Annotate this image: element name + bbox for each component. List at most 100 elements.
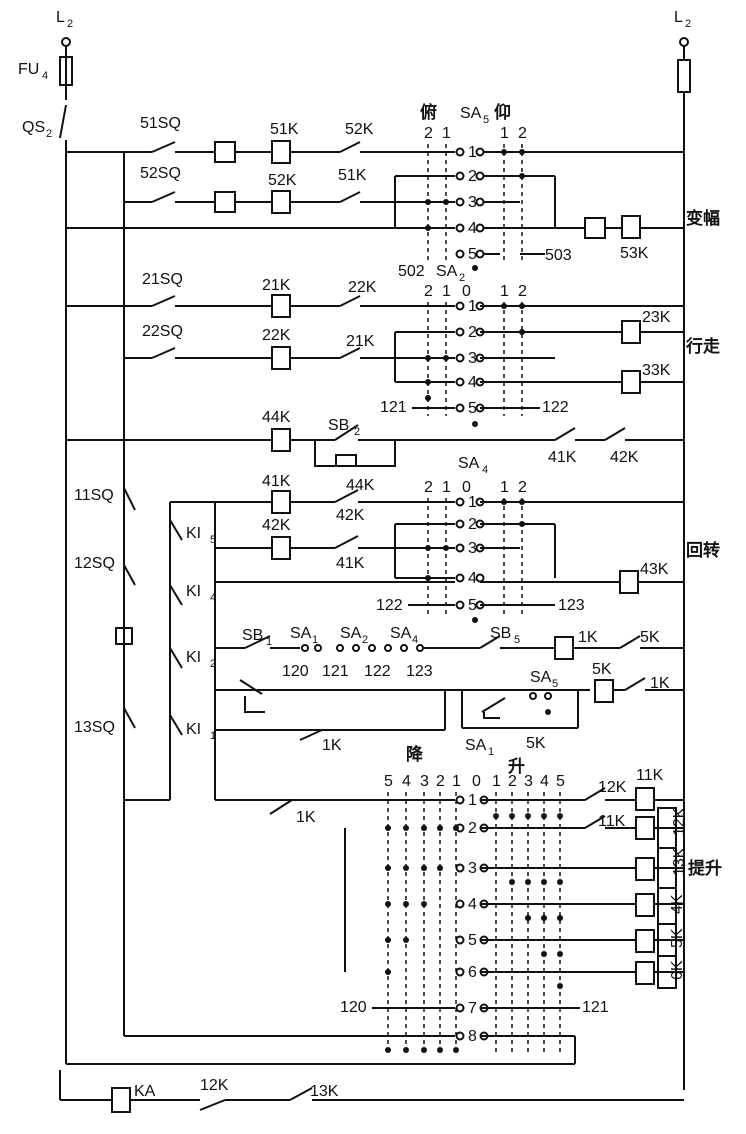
sq22-label: 22SQ <box>142 323 183 340</box>
sa5-sub: 5 <box>483 114 489 126</box>
sa2-closed-mark <box>472 421 478 427</box>
wire-121-c: 121 <box>582 999 609 1016</box>
k16-coil <box>635 961 655 985</box>
sa5-row-number: 1 <box>468 144 477 161</box>
k51-contact-label: 51K <box>338 167 367 184</box>
sa2-prefix: 502 <box>398 263 425 280</box>
hoist-closed-mark <box>403 937 409 943</box>
sa1-sub: 1 <box>312 634 318 646</box>
hoist-row-number: 8 <box>468 1028 477 1045</box>
k12-ka-label: 12K <box>200 1077 229 1094</box>
k41-contact-label: 41K <box>548 449 577 466</box>
sa4-row-number: 5 <box>468 597 477 614</box>
hoist-closed-mark <box>557 879 563 885</box>
wire-120-b: 120 <box>340 999 367 1016</box>
sa2-name: SA <box>436 263 458 280</box>
ki5-label: KI <box>186 525 201 542</box>
hoist-position-label: 3 <box>420 773 429 790</box>
k22-contact-label: 22K <box>348 279 377 296</box>
hoist-position-label: 0 <box>472 773 481 790</box>
k21-contact-label: 21K <box>346 333 375 350</box>
k14-coil-label: 4K <box>669 894 686 914</box>
sb2-label: SB <box>328 417 349 434</box>
sa5-contact <box>455 147 465 157</box>
hoist-closed-mark <box>421 1047 427 1053</box>
sa5-closed-mark <box>501 149 507 155</box>
hoist-position-label: 5 <box>556 773 565 790</box>
k41-coil <box>271 490 291 514</box>
hoist-closed-mark <box>557 951 563 957</box>
hoist-closed-mark <box>541 915 547 921</box>
start-chain: SB 1 SA 1 SA 2 SA 4 120 121 122 123 SB 5… <box>215 625 684 758</box>
hoist-closed-mark <box>385 901 391 907</box>
sa4-position-label: 2 <box>424 479 433 496</box>
fuse-label: FU <box>18 61 39 78</box>
sa2-row-number: 5 <box>468 400 477 417</box>
sa5-contact <box>475 249 485 259</box>
hoist-closed-mark <box>437 1047 443 1053</box>
sa4-position-label: 2 <box>518 479 527 496</box>
hoist-closed-mark <box>541 813 547 819</box>
sa1-label: SA <box>290 625 312 642</box>
sa5-closed-mark <box>519 173 525 179</box>
main-switch-qs2: QS 2 <box>22 104 67 140</box>
hoist-closed-mark <box>493 813 499 819</box>
k42-contact-label: 42K <box>610 449 639 466</box>
k13-ka-label: 13K <box>310 1083 339 1100</box>
k5-contact-label: 5K <box>640 629 660 646</box>
k33-coil <box>621 370 641 394</box>
k43-coil <box>619 570 639 594</box>
sa5-position-label: 2 <box>424 125 433 142</box>
k42-contact-label-2: 42K <box>336 507 365 524</box>
section-slewing: 回转 <box>686 540 720 560</box>
sa4-contact <box>475 573 485 583</box>
sa2-chain-sub: 2 <box>362 634 368 646</box>
hoist-closed-mark <box>557 983 563 989</box>
hoist-contact <box>455 935 465 945</box>
sa5-position-label: 1 <box>500 125 509 142</box>
k15-coil-label: 5K <box>669 928 686 948</box>
hoist-position-label: 1 <box>452 773 461 790</box>
ki2-label: KI <box>186 649 201 666</box>
k51-coil <box>271 140 291 164</box>
hoist-contact <box>455 899 465 909</box>
sa2-position-label: 1 <box>500 283 509 300</box>
sq51-label: 51SQ <box>140 115 181 132</box>
k13-coil-label: 13K <box>671 847 688 876</box>
sa1-b-label: SA <box>465 737 487 754</box>
sa5-closed-mark <box>472 265 478 271</box>
sa2-contact <box>455 403 465 413</box>
k51-coil-label: 51K <box>270 121 299 138</box>
k1-coil-label: 1K <box>578 629 598 646</box>
ki5-sub: 5 <box>210 534 216 546</box>
k12-coil <box>635 816 655 840</box>
k21-coil <box>271 294 291 318</box>
k1-contact-label: 1K <box>322 737 342 754</box>
hoist-position-label: 5 <box>384 773 393 790</box>
hoist-closed-mark <box>385 969 391 975</box>
sa4-contact <box>455 573 465 583</box>
sq52-label: 52SQ <box>140 165 181 182</box>
hoist-row-number: 5 <box>468 932 477 949</box>
sa2-contact <box>455 353 465 363</box>
section-luffing: 变幅 <box>686 208 720 228</box>
sa5-position-label: 1 <box>442 125 451 142</box>
k12-coil-label: 12K <box>671 807 688 836</box>
sa5-row-number: 2 <box>468 168 477 185</box>
sa4-name: SA <box>458 455 480 472</box>
sb1-label: SB <box>242 627 263 644</box>
section-travel: 行走 <box>685 336 720 356</box>
k44-coil <box>271 428 291 452</box>
sa5-contact <box>475 223 485 233</box>
hoist-contact <box>455 1003 465 1013</box>
wire-122-c: 122 <box>364 663 391 680</box>
brake-coil <box>115 627 133 645</box>
k41-coil-label: 41K <box>262 473 291 490</box>
hoist-contact <box>455 863 465 873</box>
hoist-contact <box>455 795 465 805</box>
